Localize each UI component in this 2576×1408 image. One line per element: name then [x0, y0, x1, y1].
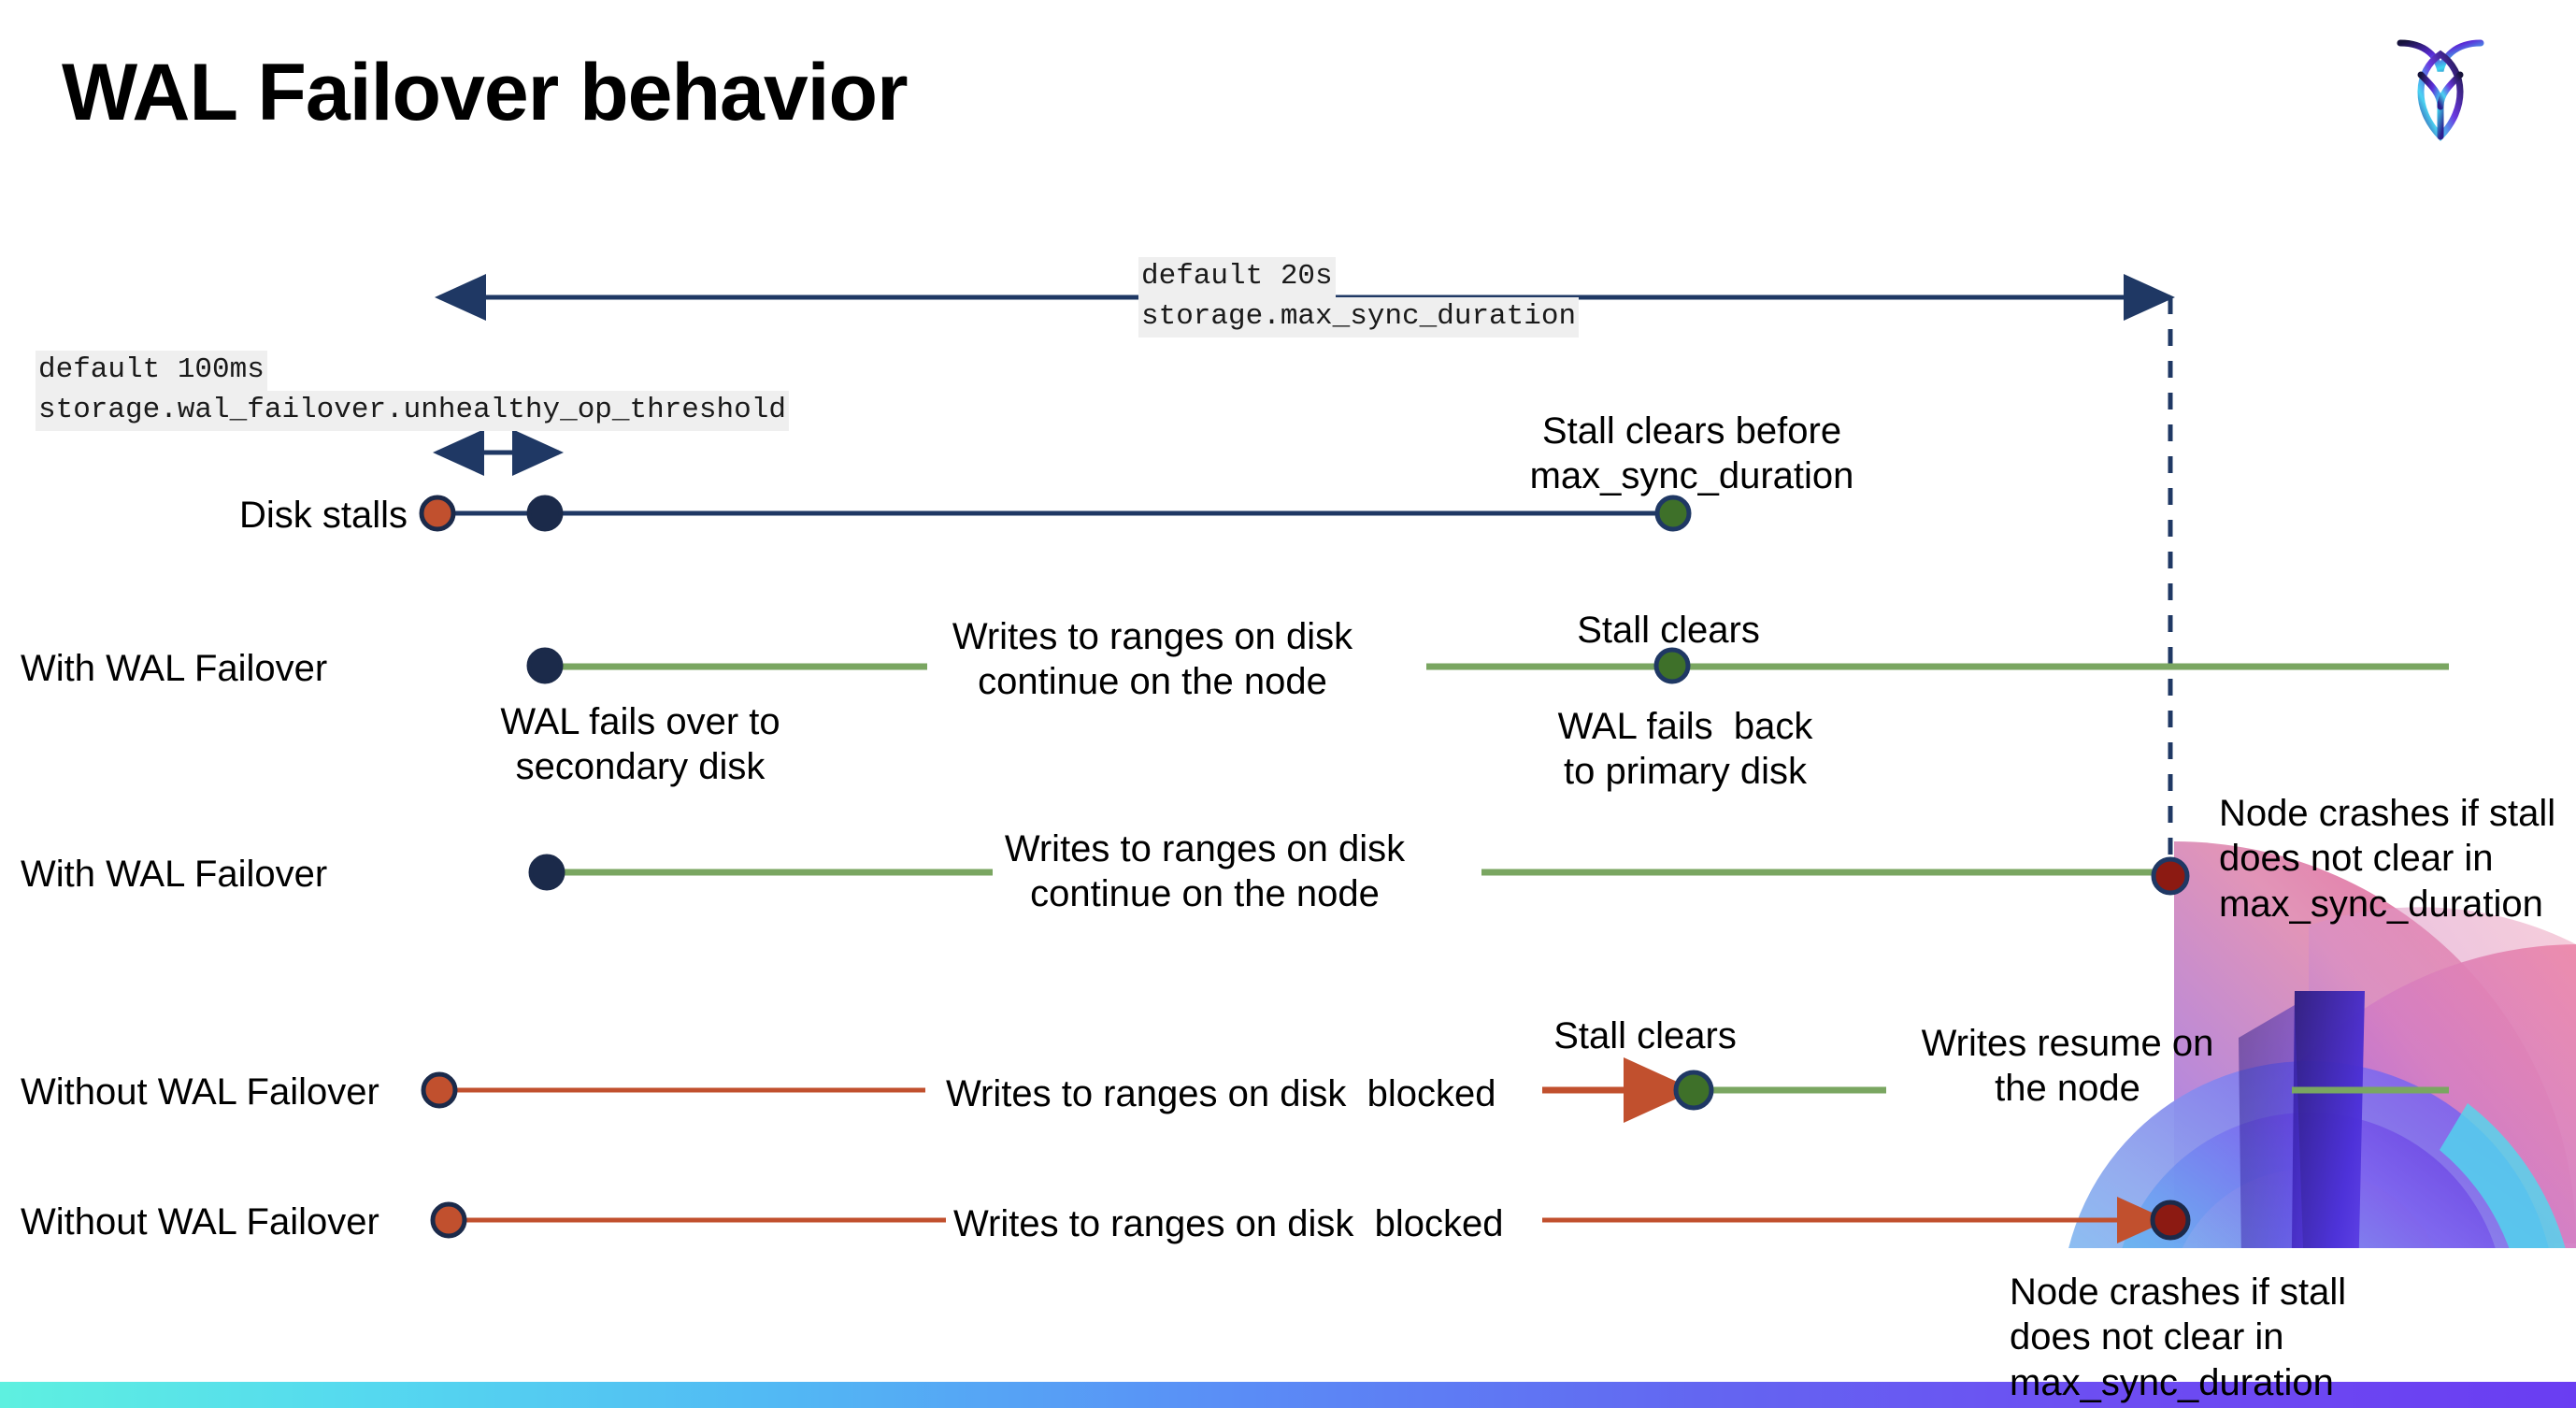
wal-failover-marker — [526, 647, 564, 684]
timeline-row-with-wal-failover-crash — [528, 854, 2190, 896]
annotation-stall-clears-row2: Stall clears — [1577, 610, 1760, 651]
row-label-disk-stalls: Disk stalls — [238, 495, 408, 536]
callout-background — [1972, 1248, 2576, 1408]
annotation-node-crashes-row3: Node crashes if stall does not clear in … — [2219, 793, 2556, 925]
annotation-writes-blocked-row4: Writes to ranges on disk blocked — [946, 1073, 1496, 1114]
annotation-writes-continue-row2: Writes to ranges on disk continue on the… — [952, 616, 1353, 703]
page-title: WAL Failover behavior — [62, 48, 909, 137]
annotation-wal-fails-back: WAL fails back to primary disk — [1557, 706, 1813, 793]
timeline-row-without-wal-failover-clears — [421, 1057, 2449, 1123]
stall-clears-marker — [1654, 495, 1692, 532]
node-crash-marker — [2151, 856, 2190, 896]
cockroachdb-logo — [2389, 26, 2492, 148]
annotation-writes-continue-row3: Writes to ranges on disk continue on the… — [1004, 828, 1406, 915]
annotation-node-crashes-row5: Node crashes if stall does not clear in … — [2010, 1272, 2347, 1403]
timeline-row-with-wal-failover-clears — [526, 647, 2449, 684]
annotation-stall-clears-before-max-sync: Stall clears before max_sync_duration — [1529, 410, 1854, 497]
annotation-stall-clears-row4: Stall clears — [1553, 1015, 1737, 1056]
annotation-writes-resume: Writes resume on the node — [1921, 1023, 2214, 1110]
stall-start-marker — [421, 1071, 458, 1109]
stall-start-marker — [430, 1201, 467, 1239]
node-crash-marker — [2150, 1200, 2191, 1241]
bottom-gradient-bar — [0, 1382, 2576, 1408]
stall-clears-marker — [1673, 1070, 1714, 1111]
stall-start-marker — [419, 495, 456, 532]
annotation-writes-blocked-row5: Writes to ranges on disk blocked — [953, 1203, 1504, 1244]
row-label-with-wal-failover-1: With WAL Failover — [21, 648, 328, 689]
unhealthy-op-threshold-default-label: default 100ms — [36, 351, 267, 391]
annotation-wal-fails-over: WAL fails over to secondary disk — [500, 701, 780, 788]
row-label-without-wal-failover-2: Without WAL Failover — [21, 1201, 379, 1243]
unhealthy-op-threshold-setting-label: storage.wal_failover.unhealthy_op_thresh… — [36, 391, 789, 431]
row-label-without-wal-failover-1: Without WAL Failover — [21, 1071, 379, 1113]
max-sync-duration-default-label: default 20s — [1138, 257, 1336, 297]
row-label-with-wal-failover-2: With WAL Failover — [21, 854, 328, 895]
wal-failover-marker — [528, 854, 565, 891]
max-sync-duration-setting-label: storage.max_sync_duration — [1138, 297, 1580, 338]
timeline-row-without-wal-failover-crash — [430, 1197, 2191, 1243]
stall-clears-marker — [1653, 647, 1691, 684]
timeline-row-disk-stalls — [419, 495, 1692, 532]
threshold-marker — [526, 495, 564, 532]
